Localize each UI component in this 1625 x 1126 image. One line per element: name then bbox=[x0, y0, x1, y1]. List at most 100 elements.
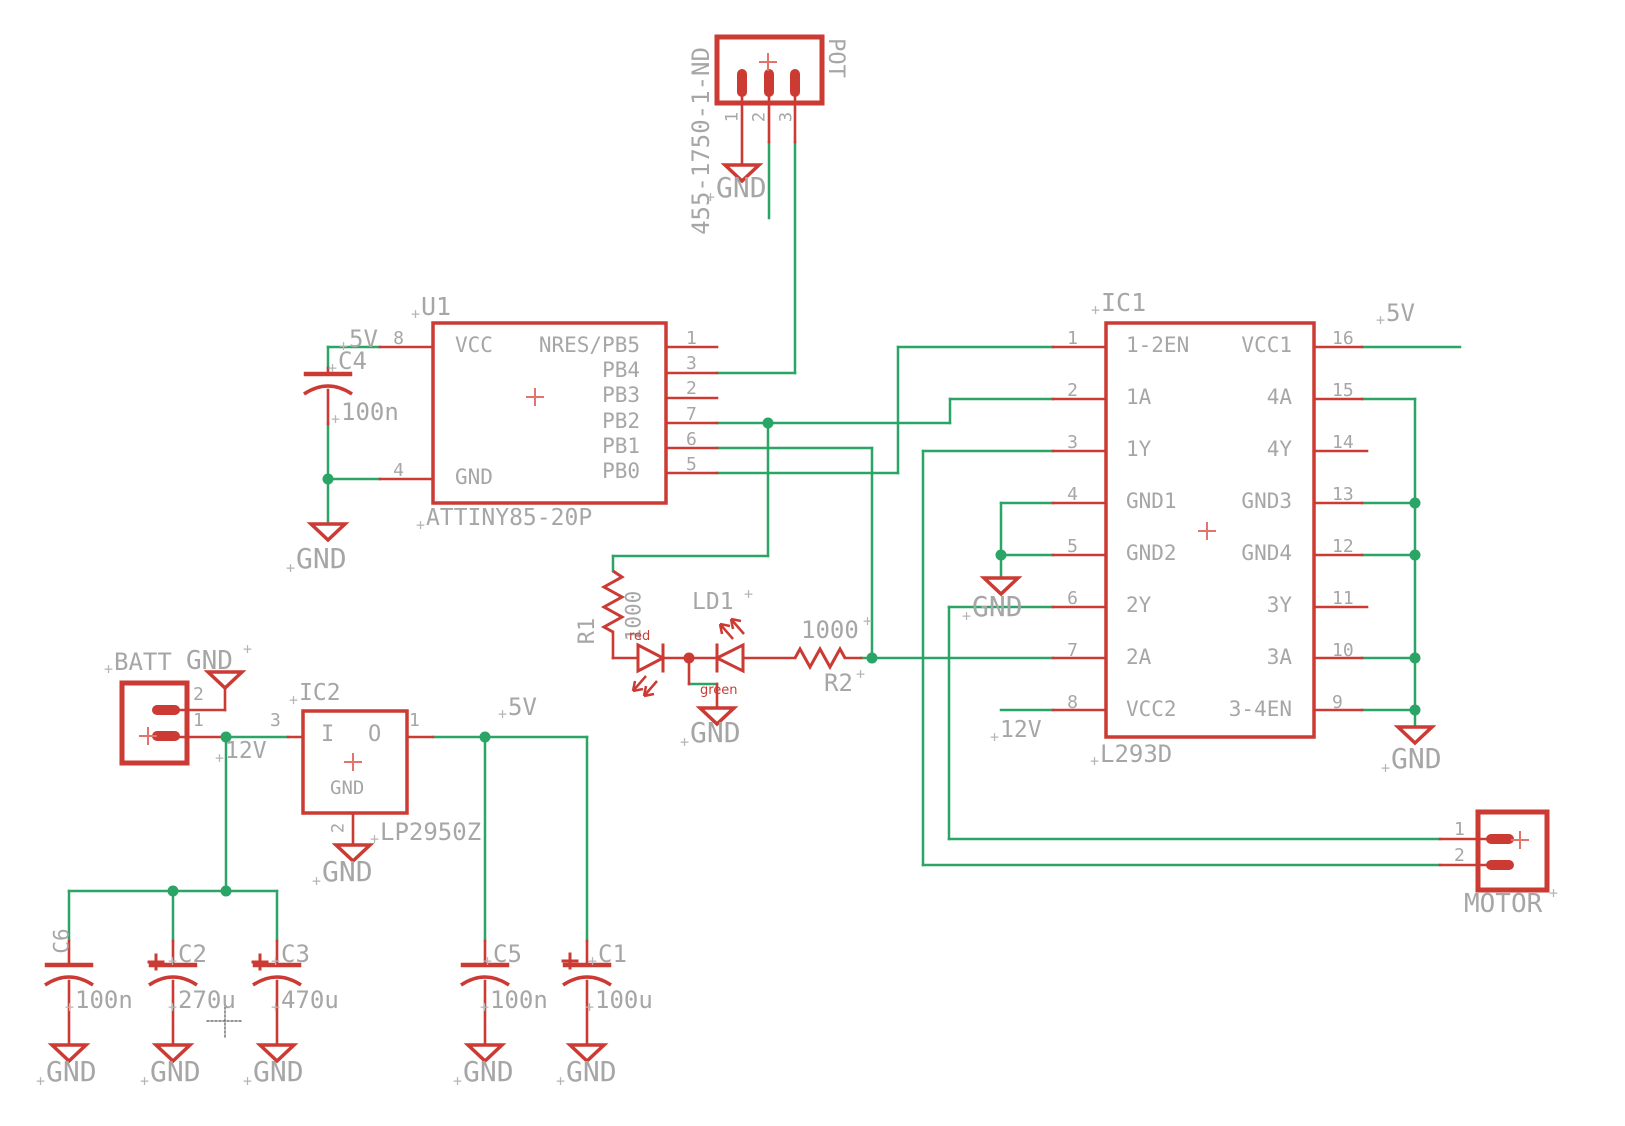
text-origin-cross: + bbox=[1549, 884, 1559, 902]
capacitor-symbol-C5[interactable] bbox=[460, 975, 510, 987]
text-origin-cross: + bbox=[312, 872, 322, 890]
text-origin-cross: + bbox=[856, 665, 866, 683]
u1-right_pins-5-num-label: 5 bbox=[686, 454, 697, 475]
capacitor-symbol-C2[interactable] bbox=[148, 975, 198, 987]
text-origin-cross: + bbox=[215, 749, 225, 767]
u1-right_pins-0-label-label: NRES/PB5 bbox=[538, 333, 640, 357]
gnd-symbol[interactable] bbox=[1393, 725, 1437, 746]
capacitor-symbol-C3[interactable] bbox=[252, 975, 302, 987]
text-origin-cross: + bbox=[168, 998, 178, 1016]
ic1-right_pins-7-label-label: 3-4EN bbox=[1228, 697, 1292, 721]
capacitor-symbol-C4[interactable] bbox=[303, 384, 353, 396]
caps-3-value-label: 100n bbox=[490, 986, 548, 1014]
gnd-symbol[interactable] bbox=[47, 1043, 91, 1064]
gnd-symbol[interactable] bbox=[151, 1043, 195, 1064]
text-origin-cross: + bbox=[168, 952, 178, 970]
u1-right_pins-1-label-label: PB4 bbox=[602, 358, 640, 382]
r2-value-label: 1000 bbox=[801, 616, 859, 644]
resistor-symbol-R2[interactable] bbox=[793, 645, 847, 671]
batt-rail-label: 12V bbox=[225, 738, 267, 764]
gnd-symbol[interactable] bbox=[979, 576, 1023, 597]
component-outline-U1[interactable] bbox=[431, 321, 668, 505]
text-origin-cross: + bbox=[1091, 301, 1101, 319]
u1-value-label: ATTINY85-20P bbox=[426, 505, 593, 531]
connector-pad[interactable] bbox=[764, 69, 774, 97]
component-outline-IC1[interactable] bbox=[1104, 321, 1316, 739]
gnd-symbol[interactable] bbox=[565, 1043, 609, 1064]
text-origin-cross: + bbox=[556, 1072, 566, 1090]
text-origin-cross: + bbox=[588, 952, 598, 970]
text-origin-cross: + bbox=[36, 1072, 46, 1090]
gnd-symbol[interactable] bbox=[306, 522, 350, 543]
caps-1-value-label: 270u bbox=[178, 986, 236, 1014]
text-origin-cross: + bbox=[370, 830, 380, 848]
text-origin-cross: + bbox=[339, 337, 349, 355]
gnd-symbol[interactable] bbox=[331, 843, 375, 864]
ic1-left_pins-2-num-label: 3 bbox=[1067, 432, 1078, 453]
gnd-symbol[interactable] bbox=[463, 1043, 507, 1064]
capacitor-symbol-C6[interactable] bbox=[44, 975, 94, 987]
text-origin-cross: + bbox=[483, 952, 493, 970]
junction-dot bbox=[866, 652, 878, 664]
junction-dot bbox=[167, 885, 179, 897]
connector-pad[interactable] bbox=[737, 69, 747, 97]
ic1-right_pins-1-num-label: 15 bbox=[1332, 380, 1354, 401]
junction-dot bbox=[1409, 652, 1421, 664]
text-origin-cross: + bbox=[286, 559, 296, 577]
ic1-supply2-label: 12V bbox=[1000, 717, 1042, 743]
caps-4-gnd-label: GND bbox=[566, 1055, 617, 1088]
ic1-left_pins-6-num-label: 7 bbox=[1067, 640, 1078, 661]
u1-left_pins-0-num-label: 8 bbox=[393, 328, 404, 349]
caps-0-gnd-label: GND bbox=[46, 1055, 97, 1088]
connector-pad[interactable] bbox=[152, 731, 180, 741]
junction-dot bbox=[1409, 549, 1421, 561]
ic1-left_pins-5-label-label: 2Y bbox=[1126, 593, 1152, 617]
junction-dot bbox=[220, 731, 232, 743]
ic2-input-label: I bbox=[321, 722, 335, 747]
r1-ref-label: R1 bbox=[575, 617, 600, 645]
component-outline-IC2[interactable] bbox=[301, 709, 409, 815]
ic1-left_pins-0-num-label: 1 bbox=[1067, 328, 1078, 349]
motor-pins-1-label: 2 bbox=[1454, 845, 1465, 866]
ic1-left_pins-4-num-label: 5 bbox=[1067, 536, 1078, 557]
ic1-left_pins-0-label-label: 1-2EN bbox=[1126, 333, 1190, 357]
led-symbol-green[interactable] bbox=[713, 642, 745, 674]
junction-dot bbox=[683, 652, 695, 664]
u1-left_pins-1-num-label: 4 bbox=[393, 460, 404, 481]
c4-ref-label: C4 bbox=[338, 347, 367, 375]
connector-pad[interactable] bbox=[152, 705, 180, 715]
ic1-right_pins-2-label-label: 4Y bbox=[1266, 437, 1292, 461]
motor-ref-label: MOTOR bbox=[1464, 889, 1543, 919]
ld1-ref-label: LD1 bbox=[692, 589, 734, 615]
gnd-symbol[interactable] bbox=[203, 670, 247, 691]
component-outline-POT[interactable] bbox=[714, 34, 825, 106]
caps-2-ref-label: C3 bbox=[281, 940, 310, 968]
connector-pad[interactable] bbox=[1486, 860, 1514, 870]
led-symbol-red[interactable] bbox=[636, 642, 667, 674]
component-outline-MOTOR[interactable] bbox=[1475, 809, 1550, 893]
gnd-symbol[interactable] bbox=[695, 706, 739, 727]
junction-dot bbox=[1409, 497, 1421, 509]
component-outline-BATT[interactable] bbox=[119, 680, 190, 766]
ic1-right_pins-1-label-label: 4A bbox=[1266, 385, 1292, 409]
resistor-symbol-R1[interactable] bbox=[600, 569, 626, 634]
gnd-symbol[interactable] bbox=[720, 163, 764, 184]
ic1-right_pins-0-num-label: 16 bbox=[1332, 328, 1354, 349]
junction-dot bbox=[322, 473, 334, 485]
capacitor-symbol-C1[interactable] bbox=[562, 975, 612, 987]
caps-0-ref-label: C6 bbox=[49, 928, 74, 954]
caps-3-ref-label: C5 bbox=[493, 940, 522, 968]
ic1-right_pins-3-num-label: 13 bbox=[1332, 484, 1354, 505]
u1-right_pins-2-num-label: 2 bbox=[686, 378, 697, 399]
text-origin-cross: + bbox=[706, 188, 716, 206]
u1-left_pins-1-label-label: GND bbox=[455, 465, 493, 489]
junction-dot bbox=[479, 731, 491, 743]
u1-right_pins-3-num-label: 7 bbox=[686, 404, 697, 425]
gnd-symbol[interactable] bbox=[255, 1043, 299, 1064]
pot-gnd-label: GND bbox=[716, 171, 767, 204]
connector-pad[interactable] bbox=[1486, 834, 1514, 844]
connector-pad[interactable] bbox=[790, 69, 800, 97]
ic1-left_pins-3-label-label: GND1 bbox=[1126, 489, 1177, 513]
pot-part-label: 455-1750-1-ND bbox=[687, 47, 715, 235]
